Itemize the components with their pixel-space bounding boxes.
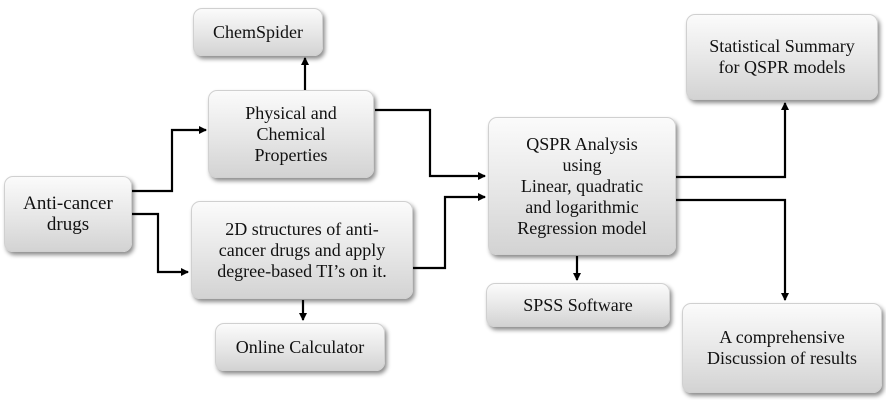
node-2d-structures: 2D structures of anti-cancer drugs and a… bbox=[191, 201, 413, 299]
node-text-line: Physical and bbox=[245, 102, 337, 123]
node-text-line: using bbox=[562, 154, 602, 175]
node-text-line: Linear, quadratic bbox=[520, 175, 644, 196]
node-text-line: Properties bbox=[254, 144, 328, 165]
node-text-line: QSPR Analysis bbox=[526, 133, 638, 154]
node-text-line: degree-based TI’s on it. bbox=[217, 260, 387, 281]
node-chemspider: ChemSpider bbox=[193, 8, 323, 56]
node-text-line: and logarithmic bbox=[525, 196, 639, 217]
node-text-line: ChemSpider bbox=[213, 21, 303, 42]
node-text-line: Statistical Summary bbox=[709, 36, 855, 56]
node-text-line: cancer drugs and apply bbox=[218, 239, 386, 260]
arrow-qspr-to-discussion bbox=[676, 198, 789, 301]
arrow-qspr-to-summary bbox=[676, 102, 789, 179]
node-spss-software: SPSS Software bbox=[486, 283, 670, 327]
node-text-line: SPSS Software bbox=[523, 294, 633, 315]
node-text-line: drugs bbox=[46, 214, 90, 235]
node-text-line: 2D structures of anti- bbox=[225, 218, 379, 239]
arrow-anticancer-to-structures bbox=[132, 212, 189, 276]
arrow-structures-to-qspr bbox=[413, 193, 486, 270]
arrow-physchem-to-qspr bbox=[375, 108, 486, 180]
node-text-line: for QSPR models bbox=[718, 57, 846, 77]
arrow-anticancer-to-physchem bbox=[132, 126, 207, 193]
node-text-line: Chemical bbox=[256, 123, 326, 144]
node-text-line: Anti-cancer bbox=[23, 193, 113, 214]
node-text-line: Online Calculator bbox=[235, 336, 365, 357]
node-text-line: Regression model bbox=[517, 217, 647, 238]
node-online-calculator: Online Calculator bbox=[215, 323, 385, 371]
node-text-line: Discussion of results bbox=[707, 348, 857, 368]
node-text-line: A comprehensive bbox=[719, 327, 845, 347]
